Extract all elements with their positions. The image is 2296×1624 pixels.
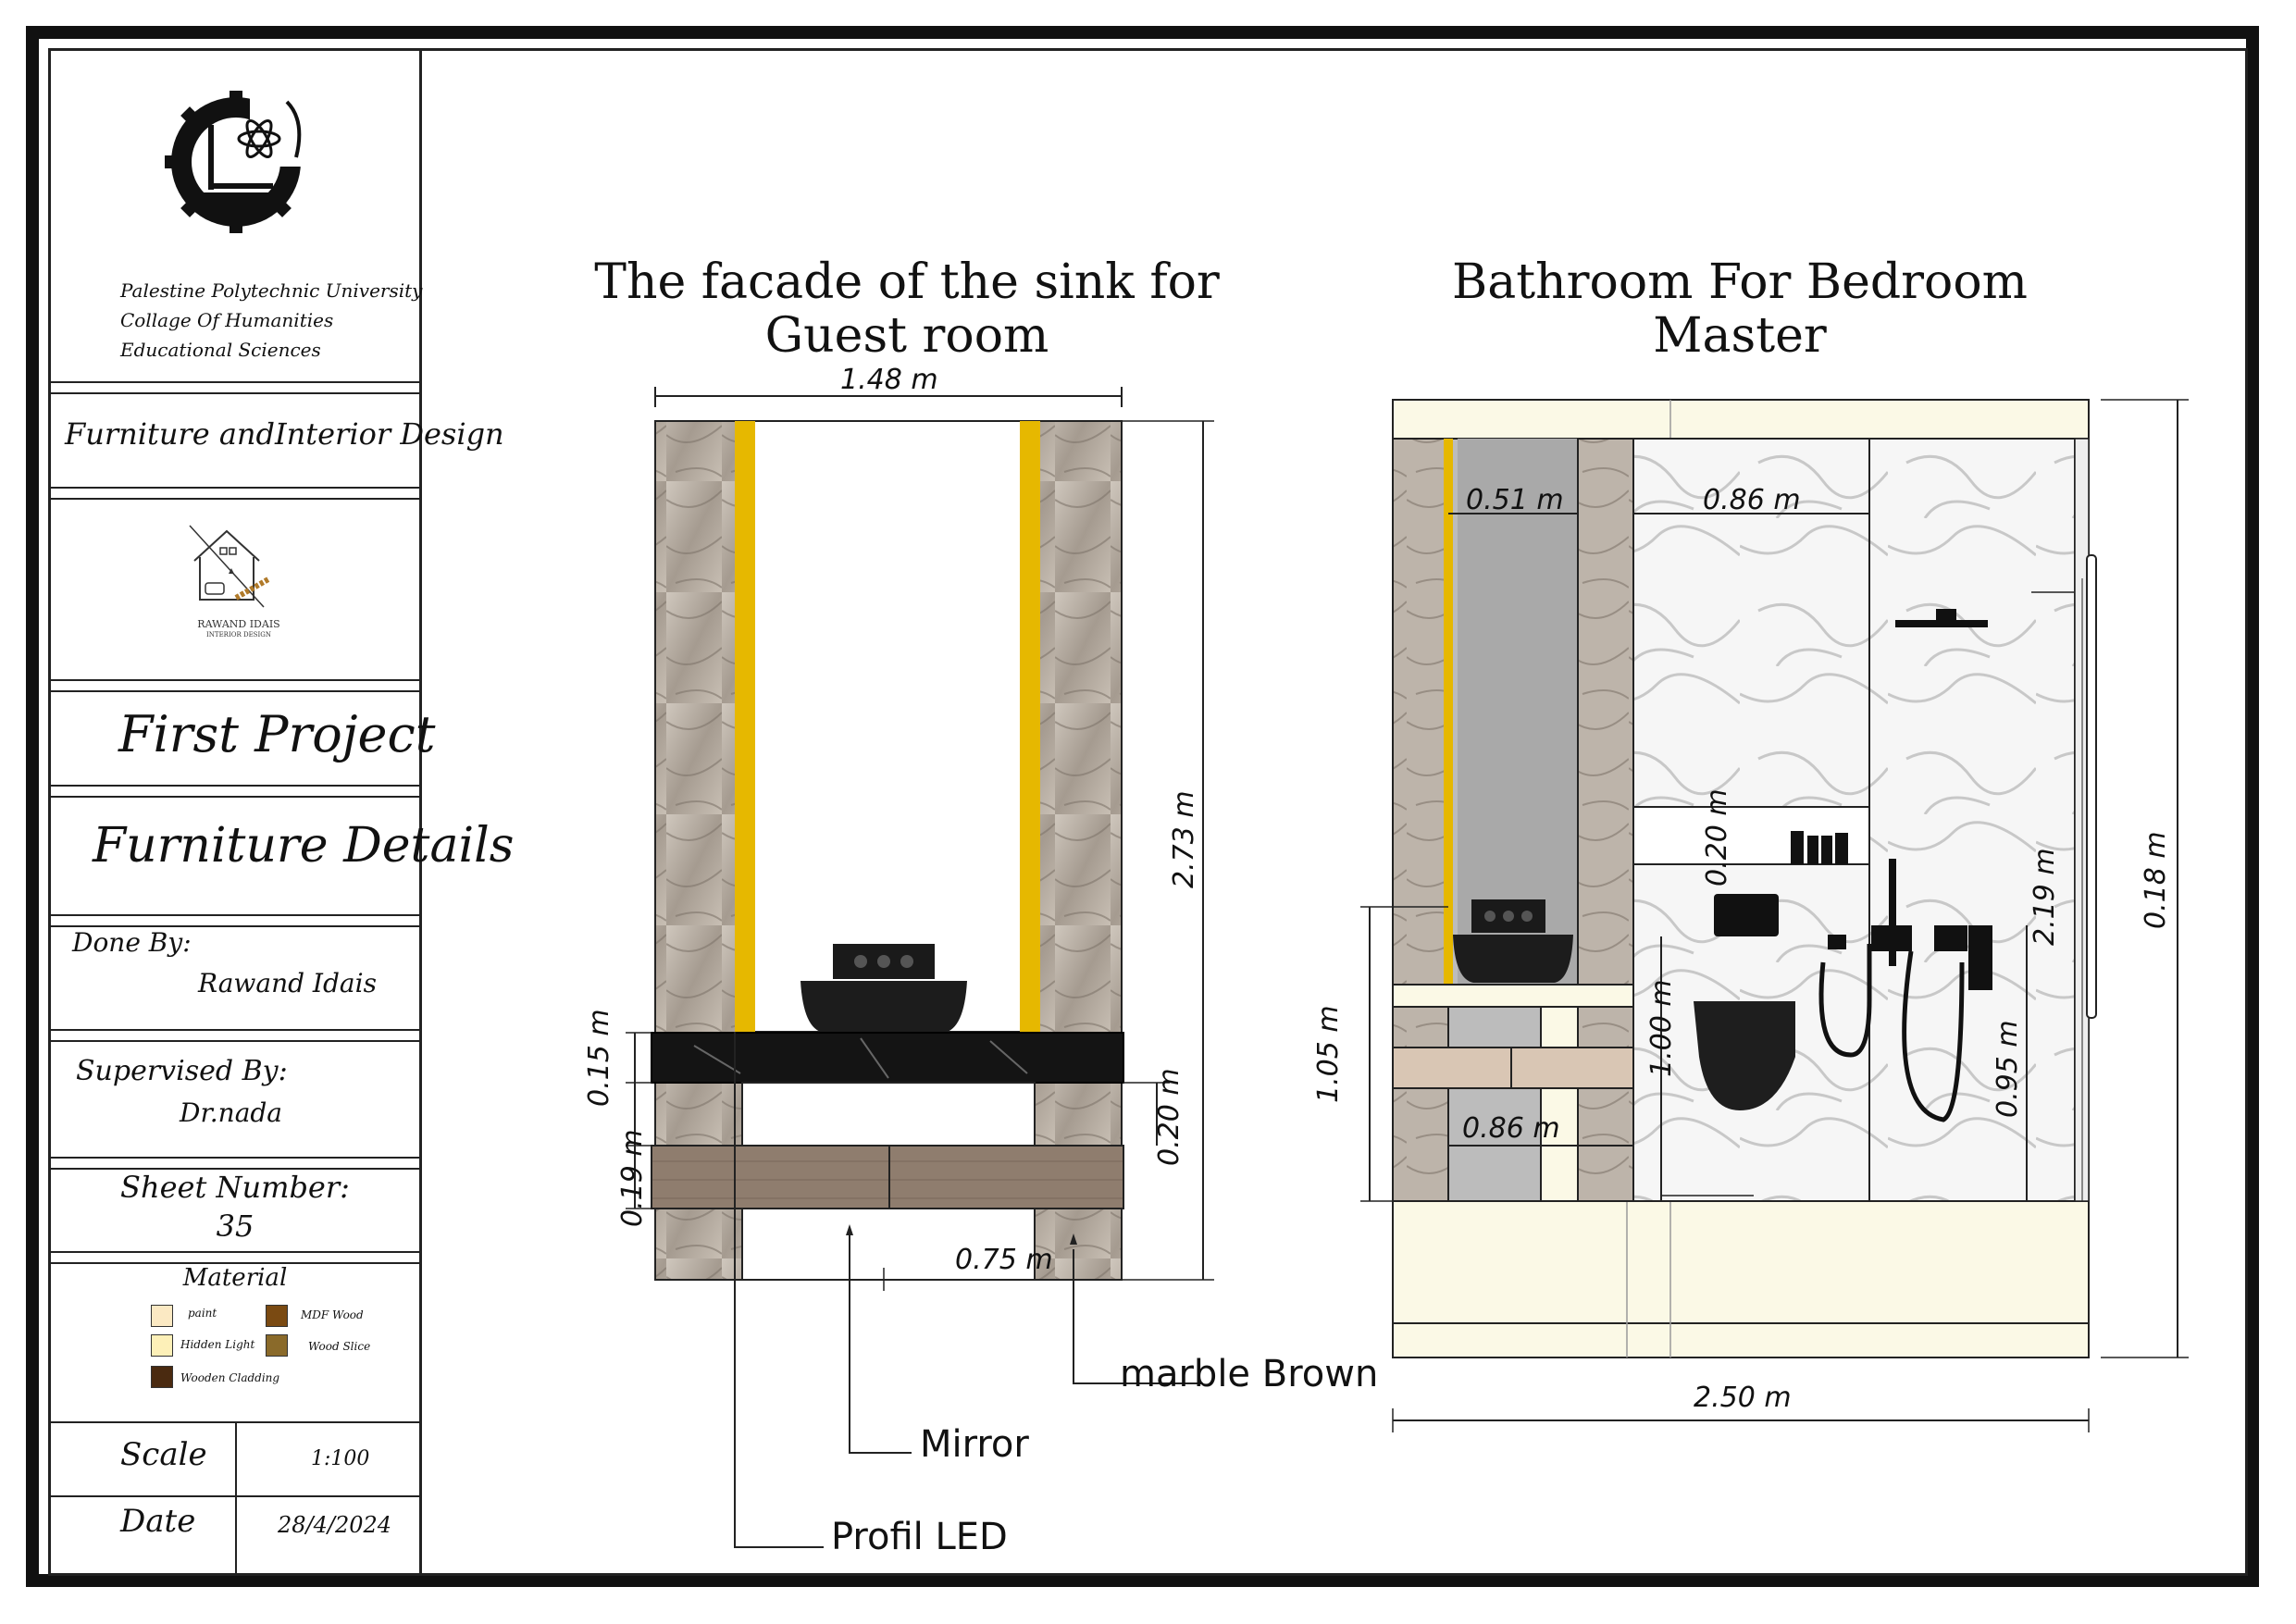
- dim-bottom: 0.75 m: [955, 1244, 1053, 1276]
- sheet-number: 35: [216, 1209, 254, 1244]
- divider: [48, 679, 422, 681]
- title-line: Bathroom For Bedroom: [1452, 254, 2028, 310]
- divider: [48, 498, 422, 500]
- divider: [48, 1029, 422, 1031]
- scale-value: 1:100: [311, 1447, 370, 1470]
- sheet-outer-border: [26, 26, 2259, 1587]
- university-text: Palestine Polytechnic University Collage…: [120, 276, 422, 365]
- drawer-left: [651, 1145, 890, 1209]
- dim-total-height: 0.18 m: [2140, 831, 2172, 929]
- swatch-paint: [151, 1305, 173, 1327]
- material-label: Wood Slice: [308, 1340, 371, 1353]
- swatch-hidden-light: [151, 1334, 173, 1357]
- swatch-wood-slice: [266, 1334, 288, 1357]
- basin: [1453, 935, 1573, 983]
- drawer: [1392, 1047, 1512, 1089]
- divider: [48, 785, 422, 787]
- led-strip-right: [1020, 421, 1040, 1032]
- brand-logo: [189, 525, 270, 608]
- swatch-wooden-cladding: [151, 1366, 173, 1388]
- dim-vanity: 0.86 m: [1462, 1112, 1560, 1145]
- material-title: Material: [182, 1264, 288, 1292]
- dim-mixer: 0.95 m: [1992, 1020, 2024, 1118]
- dim-mirror: 0.51 m: [1466, 484, 1564, 516]
- shower-wall: [1868, 438, 2076, 1202]
- date-label: Date: [120, 1503, 196, 1540]
- brand-sub: INTERIOR DESIGN: [206, 631, 271, 638]
- divider: [48, 392, 422, 394]
- title-block: [48, 48, 422, 1576]
- dim-drawer: 0.19 m: [616, 1129, 649, 1227]
- dim-vanity-height: 1.05 m: [1312, 1005, 1345, 1103]
- material-label: Hidden Light: [180, 1338, 255, 1351]
- dim-wall: 0.86 m: [1703, 484, 1801, 516]
- divider: [235, 1421, 237, 1576]
- university-name: Palestine Polytechnic University: [120, 279, 423, 302]
- university-logo: [165, 83, 324, 233]
- niche: [1632, 806, 1870, 865]
- divider: [48, 1262, 422, 1264]
- done-by-label: Done By:: [72, 927, 192, 958]
- college-name: Collage Of Humanities: [120, 309, 334, 331]
- left-drawing-title: The facade of the sink for Guest room: [574, 255, 1240, 363]
- date-value: 28/4/2024: [278, 1512, 392, 1538]
- callout-marble: marble Brown: [1120, 1353, 1379, 1395]
- sheet-label: Sheet Number:: [120, 1170, 350, 1205]
- drawer-right: [888, 1145, 1124, 1209]
- divider: [48, 1040, 422, 1042]
- divider: [48, 925, 422, 927]
- vanity-top: [1392, 984, 1634, 1008]
- stone-wall-right: [1034, 420, 1123, 1281]
- divider: [48, 690, 422, 692]
- sheet-inner-border: [48, 48, 2248, 1576]
- stone-wall-left: [654, 420, 743, 1281]
- dim-shower: 2.19 m: [2029, 848, 2061, 946]
- wall-toilet: [1694, 1001, 1795, 1110]
- right-drawing-title: Bathroom For Bedroom Master: [1407, 255, 2073, 363]
- dim-total-width: 2.50 m: [1694, 1382, 1792, 1414]
- divider: [48, 1251, 422, 1253]
- swatch-mdf-wood: [266, 1305, 288, 1327]
- supervised-name: Dr.nada: [180, 1097, 283, 1128]
- dim-wc-height: 1.00 m: [1645, 979, 1678, 1077]
- dim-height: 2.73 m: [1168, 790, 1200, 888]
- flush-plate: [1714, 894, 1779, 936]
- material-label: paint: [188, 1307, 217, 1320]
- material-label: Wooden Cladding: [180, 1371, 280, 1384]
- title-line: The facade of the sink for: [594, 254, 1220, 310]
- marble-countertop: [651, 1032, 1124, 1084]
- rain-shower-head: [1895, 620, 1988, 627]
- subject-title: Furniture Details: [93, 818, 515, 874]
- material-label: MDF Wood: [301, 1308, 364, 1321]
- dim-gap: 0.20 m: [1153, 1068, 1185, 1166]
- divider: [48, 381, 422, 383]
- led-strip-left: [1444, 439, 1453, 985]
- divider: [48, 487, 422, 489]
- callout-led: Profil LED: [831, 1516, 1008, 1558]
- project-title: First Project: [118, 705, 436, 763]
- mirror: [741, 420, 1036, 1033]
- divider: [48, 1168, 422, 1170]
- title-line: Guest room: [764, 308, 1049, 364]
- brand-name: RAWAND IDAIS: [197, 618, 280, 630]
- dim-width: 1.48 m: [840, 364, 938, 396]
- title-line: Master: [1653, 308, 1827, 364]
- faculty-name: Educational Sciences: [120, 339, 321, 361]
- sink-facade-drawing: [626, 387, 1214, 1548]
- department-title: Furniture andInterior Design: [65, 416, 504, 452]
- dim-niche: 0.20 m: [1701, 788, 1733, 886]
- callout-mirror: Mirror: [920, 1423, 1029, 1466]
- scale-label: Scale: [120, 1436, 207, 1473]
- led-strip-left: [735, 421, 755, 1032]
- divider: [48, 914, 422, 916]
- bathroom-drawing: [1360, 399, 2189, 1432]
- dim-counter: 0.15 m: [583, 1009, 615, 1107]
- glass-door-handle: [2086, 554, 2097, 1019]
- divider: [48, 796, 422, 798]
- supervised-label: Supervised By:: [76, 1055, 288, 1087]
- basin: [800, 981, 967, 1033]
- drawer: [1510, 1047, 1634, 1089]
- divider: [48, 1157, 422, 1159]
- done-by-name: Rawand Idais: [198, 968, 377, 998]
